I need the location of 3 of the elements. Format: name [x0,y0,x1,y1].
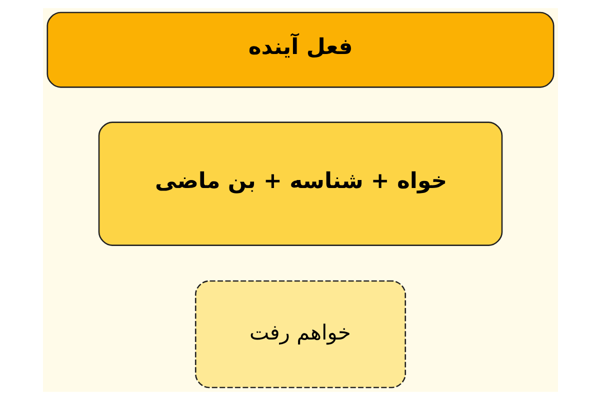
node-box: فعل آینده [46,12,554,88]
node-box: خواه + شناسه + بن ماضی [98,122,502,246]
node-box: خواهم رفت [194,280,406,388]
